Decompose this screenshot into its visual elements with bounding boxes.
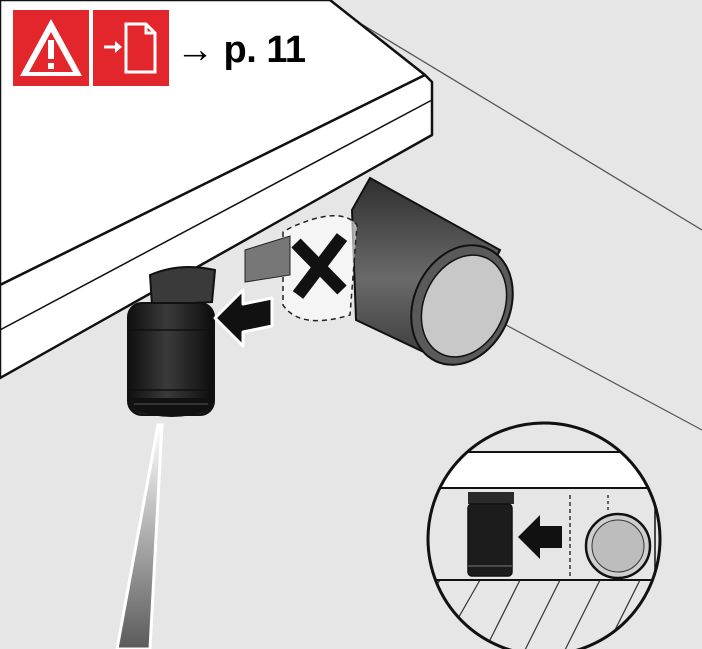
warning-badge bbox=[13, 10, 89, 86]
x-mark-icon bbox=[291, 233, 348, 299]
arrow-left-icon bbox=[213, 288, 274, 348]
wall-edge-line bbox=[329, 4, 702, 231]
document-reference-badge bbox=[93, 10, 169, 86]
document-reference-icon bbox=[104, 22, 157, 74]
table-foot bbox=[127, 266, 217, 417]
zoom-beam bbox=[115, 423, 164, 649]
page-reference-link[interactable]: → p. 11 bbox=[176, 29, 306, 71]
pipe bbox=[350, 176, 514, 366]
warning-icon bbox=[20, 19, 82, 76]
